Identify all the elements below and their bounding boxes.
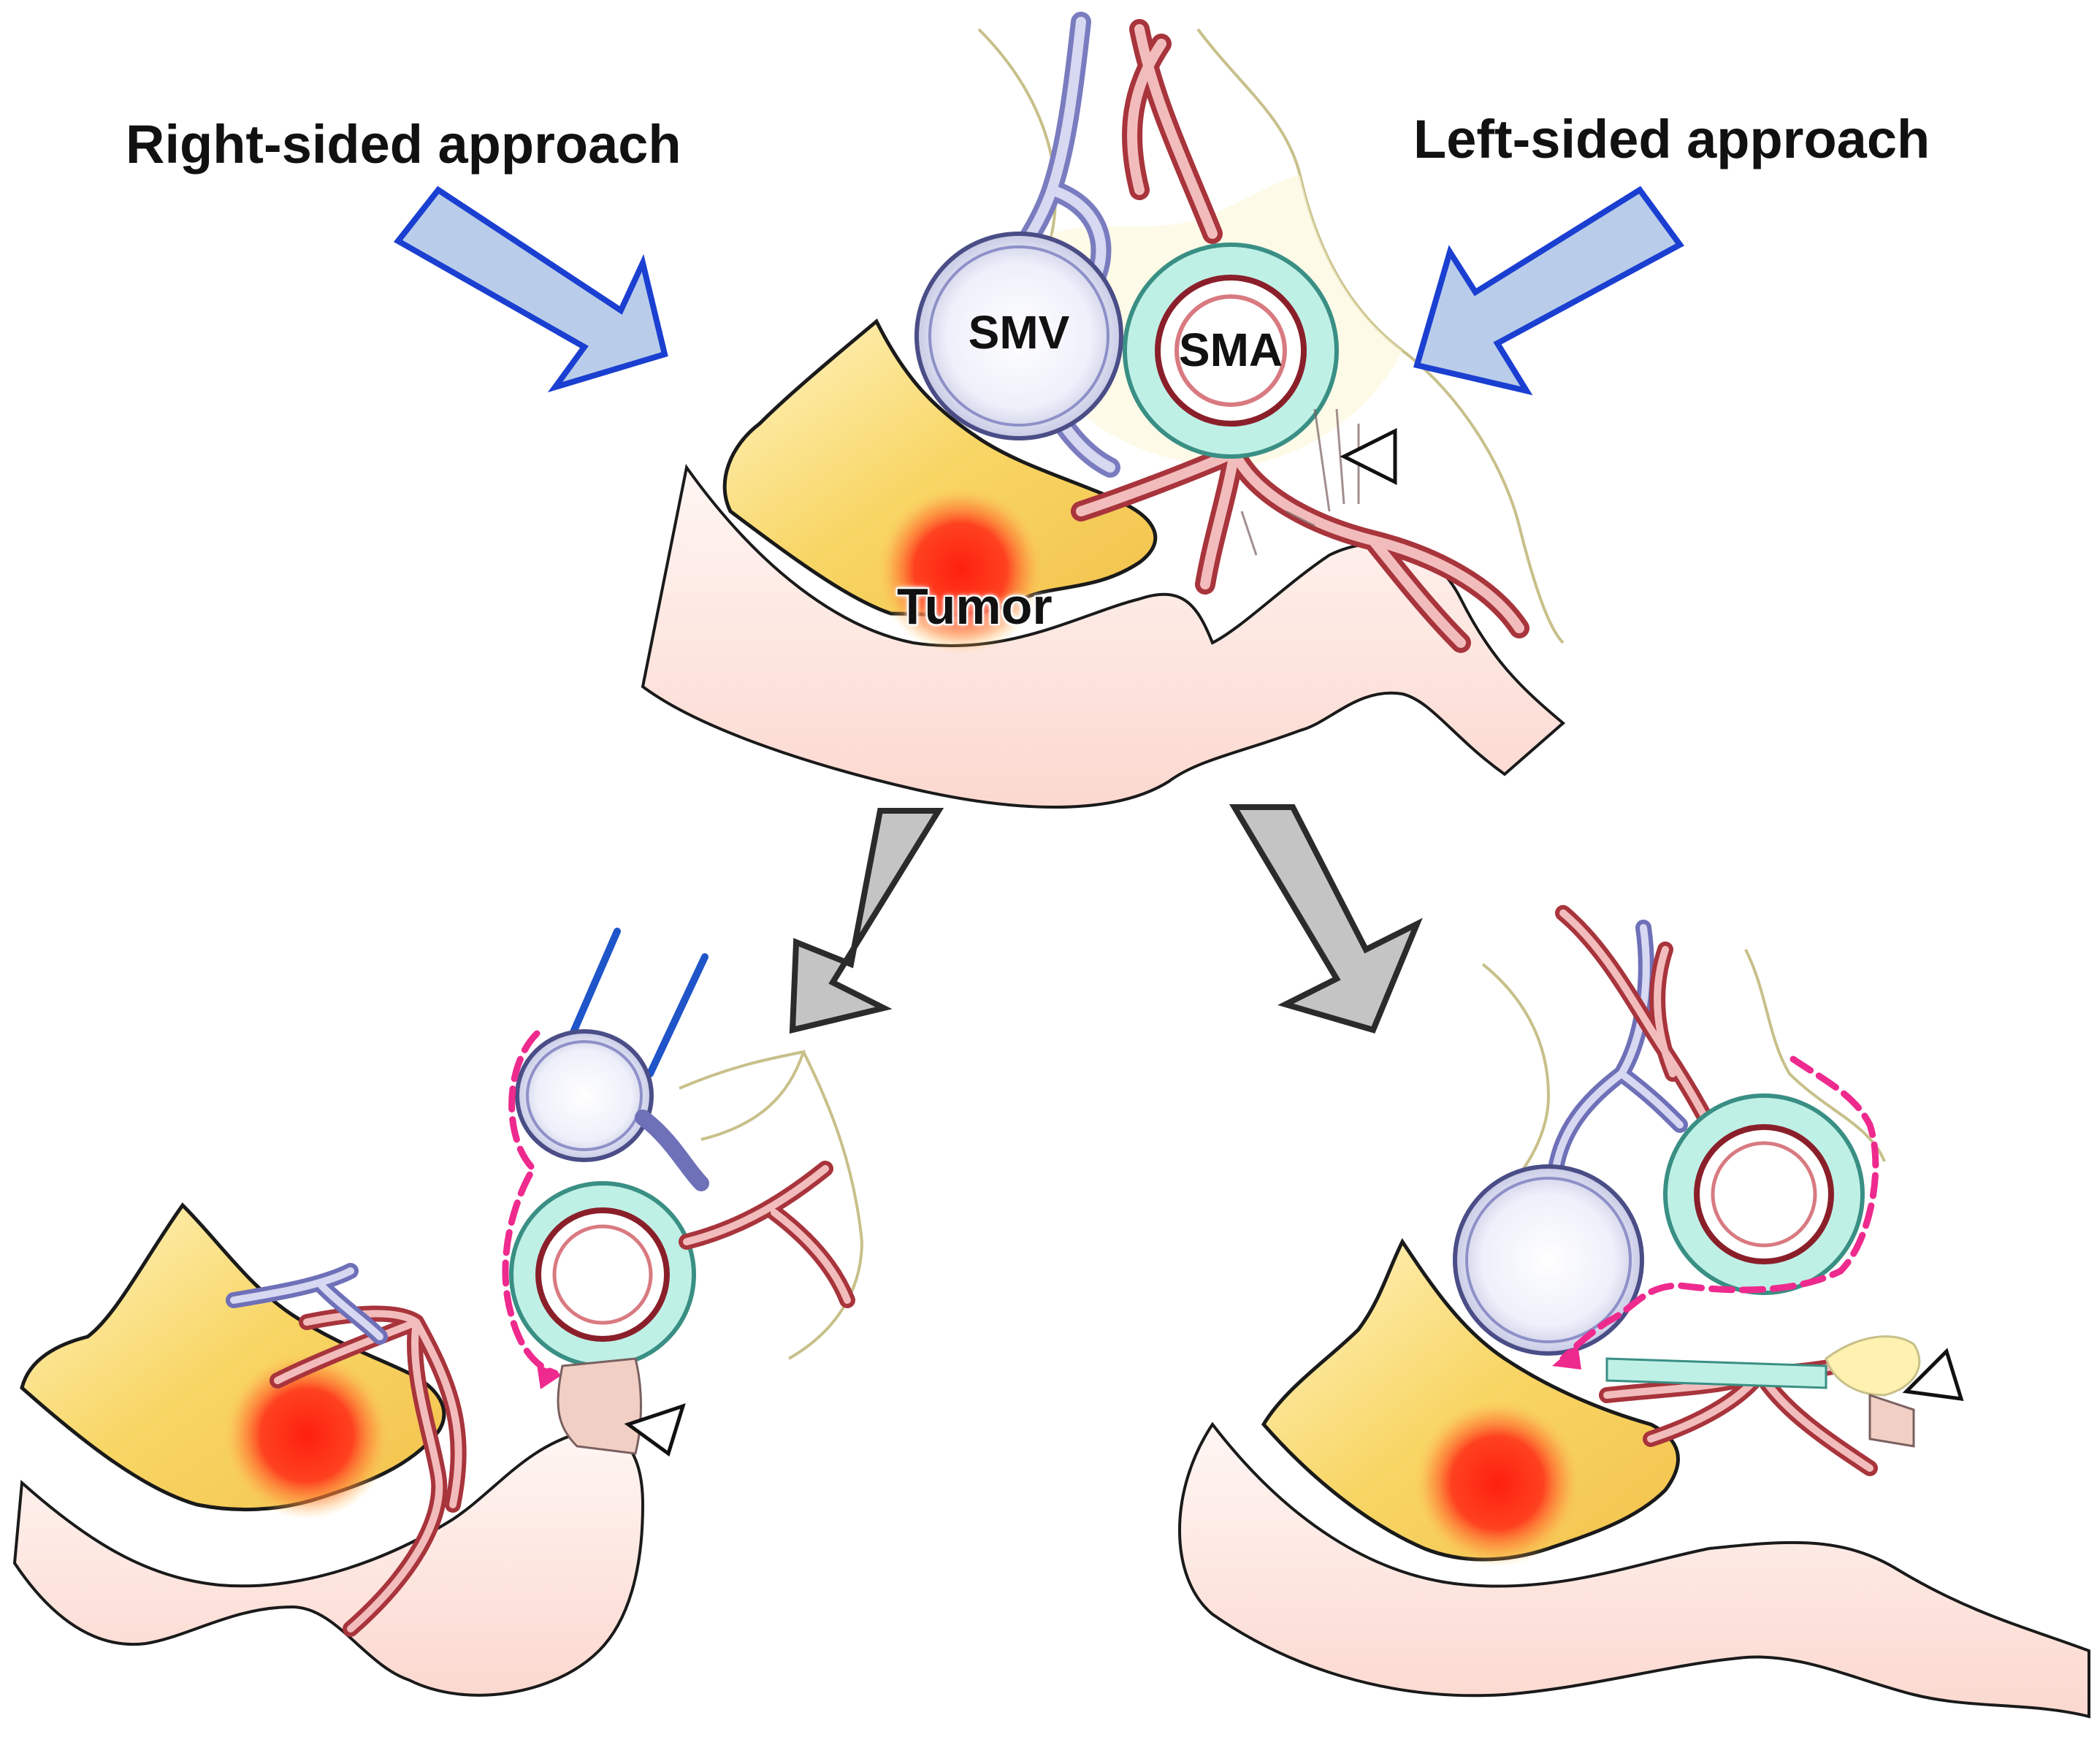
br-tumor — [1413, 1399, 1581, 1567]
br-arrowhead-marker — [1902, 1348, 1964, 1401]
br-dissection-line — [1559, 1055, 1879, 1362]
smv-label: SMV — [968, 306, 1070, 359]
top-diagram — [641, 12, 1566, 809]
top-smv-vessel-inner — [928, 245, 1109, 427]
step-arrow-to-left-approach — [1229, 804, 1423, 1034]
bl-dissection-arrowhead — [537, 1364, 562, 1389]
left-approach-arrow — [1413, 186, 1684, 396]
br-artery-lower-branches-inner — [1603, 1355, 1873, 1472]
bl-smv-vessel-inner — [526, 1040, 643, 1151]
bl-arrowhead-marker — [624, 1403, 686, 1457]
br-smv-vessel — [1453, 1164, 1644, 1356]
bl-dissection-line — [502, 1030, 559, 1377]
top-tumor — [876, 486, 1044, 654]
left-approach-label: Left-sided approach — [1413, 109, 1930, 169]
step-arrow-to-right-approach — [789, 808, 944, 1034]
right-approach-label: Right-sided approach — [126, 114, 681, 175]
bl-retractor-right — [646, 953, 708, 1077]
bl-smv-branch — [635, 1110, 709, 1191]
bl-artery-branches-inner — [274, 1310, 462, 1633]
bl-vein-branch-inner — [230, 1267, 383, 1340]
sma-label: SMA — [1178, 324, 1283, 376]
bottom-right-diagram — [1178, 905, 2090, 1719]
tumor-label: Tumor — [897, 578, 1053, 635]
top-sma-branches-inner — [1076, 24, 1524, 648]
br-smv-vessel-inner — [1465, 1177, 1632, 1343]
bl-tumor — [223, 1351, 391, 1519]
br-fat-remnant — [1825, 1335, 1921, 1397]
top-bowel — [641, 464, 1566, 809]
br-bowel — [1178, 1421, 2090, 1719]
bl-nerve-plexus — [557, 1357, 642, 1455]
bl-bowel — [12, 1429, 645, 1697]
br-nerve-plexus — [1868, 1393, 1915, 1448]
bottom-left-diagram — [12, 928, 864, 1697]
top-arrowhead-marker — [1340, 427, 1397, 486]
right-approach-arrow — [393, 186, 668, 393]
bl-smv-vessel — [515, 1029, 654, 1162]
top-smv-vessel — [914, 232, 1123, 440]
bl-sma-branch-inner — [683, 1165, 851, 1304]
bl-sma-artery-lumen — [552, 1224, 653, 1325]
br-sma-artery-lumen — [1711, 1141, 1817, 1248]
br-dissection-arrowhead — [1552, 1344, 1581, 1370]
bl-mesentery-outline — [679, 1050, 864, 1360]
br-sheath-band — [1605, 1357, 1827, 1389]
top-sma-artery-lumen — [1174, 294, 1287, 407]
